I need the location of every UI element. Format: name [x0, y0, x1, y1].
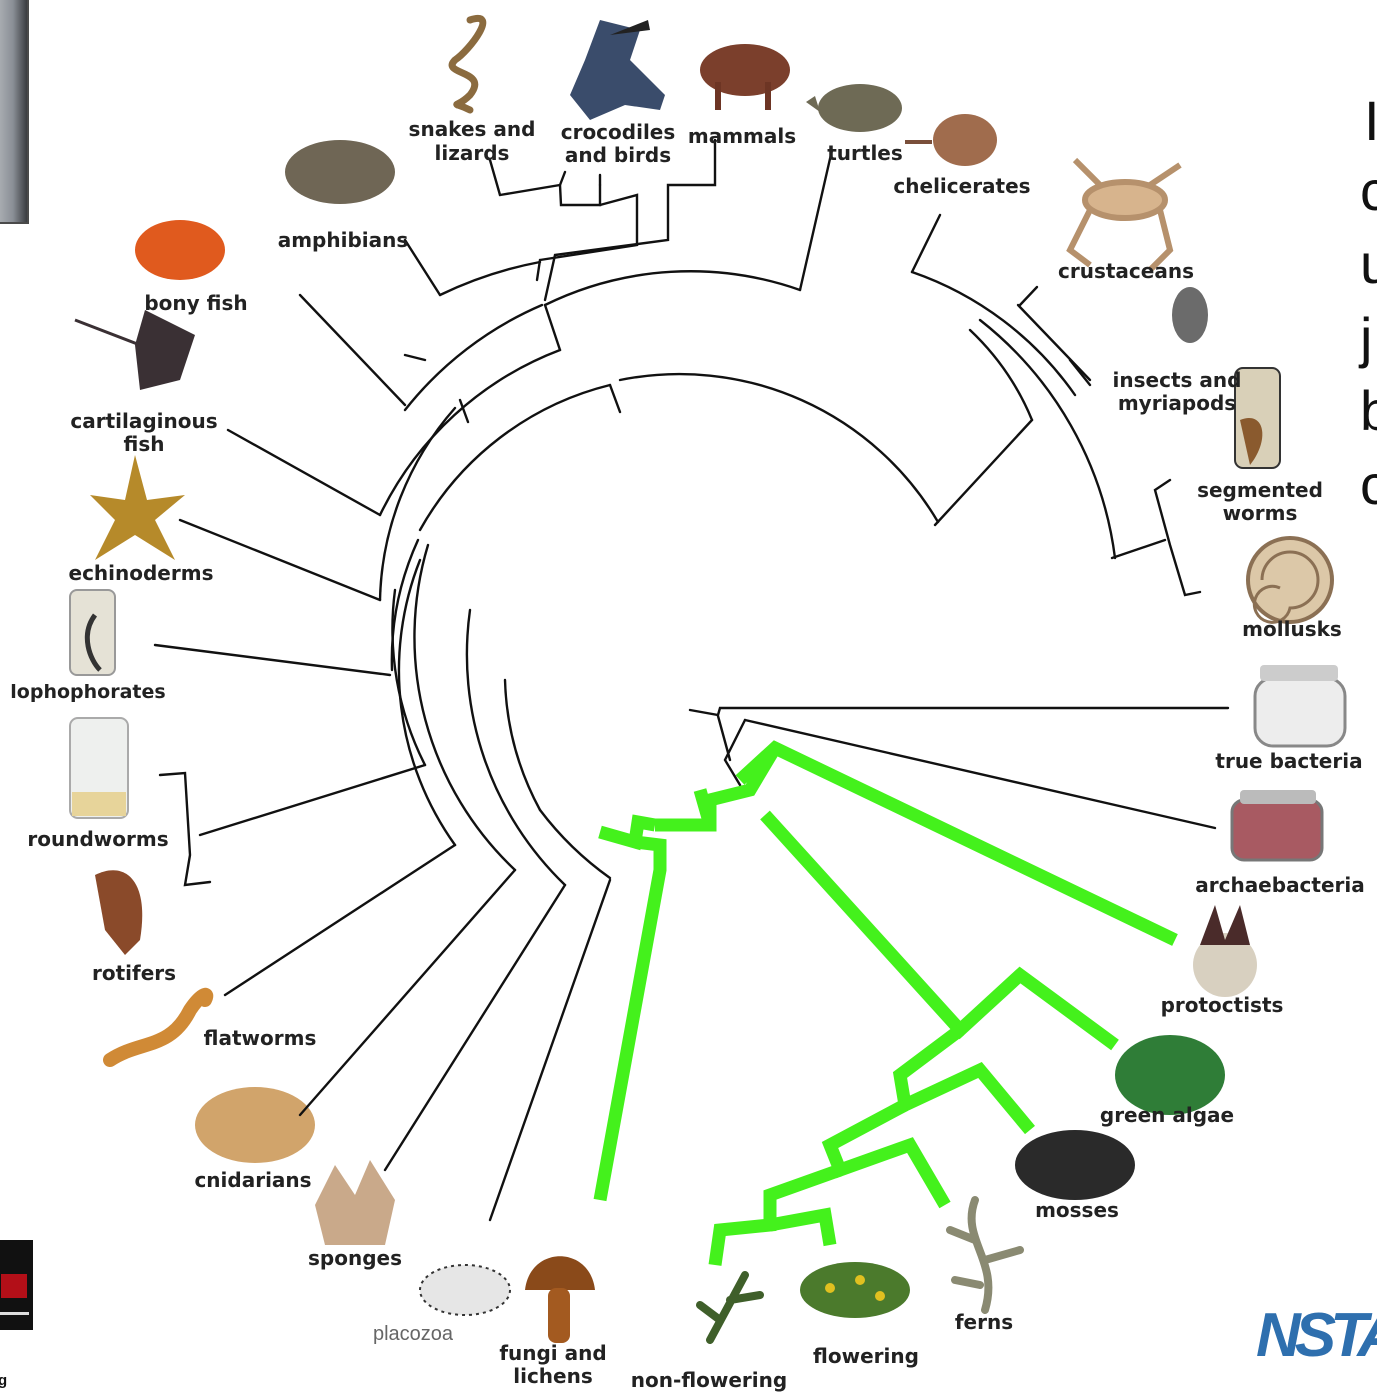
mushroom-illustration	[525, 1256, 595, 1343]
side-text: I c u j b c	[1358, 89, 1377, 516]
label-amphibians: amphibians	[278, 228, 409, 252]
label-snakes-lizards-1: snakes and	[409, 117, 536, 141]
label-true-bacteria: true bacteria	[1215, 749, 1362, 773]
crab-illustration	[1070, 160, 1180, 270]
turtle-illustration	[818, 84, 902, 132]
label-segmented-worms-2: worms	[1223, 501, 1298, 525]
label-echinoderms: echinoderms	[69, 561, 214, 585]
starfish-illustration	[90, 455, 185, 560]
label-flowering: flowering	[813, 1344, 919, 1368]
label-crustaceans: crustaceans	[1058, 259, 1194, 283]
label-bony-fish: bony fish	[144, 291, 247, 315]
frog-illustration	[285, 140, 395, 204]
label-crocodiles-birds-1: crocodiles	[561, 120, 676, 144]
insect-illustration	[1172, 287, 1208, 343]
label-lophophorates: lophophorates	[10, 681, 165, 703]
label-fungi-lichens-1: fungi and	[499, 1341, 606, 1365]
sponge-illustration	[315, 1160, 395, 1245]
ray-illustration	[135, 310, 195, 390]
label-chelicerates: chelicerates	[893, 174, 1030, 198]
label-cartilaginous-fish-1: cartilaginous	[70, 409, 217, 433]
label-green-algae: green algae	[1100, 1103, 1234, 1127]
fern-illustration	[950, 1200, 1020, 1310]
bony-fish-illustration	[135, 220, 225, 280]
side-text-line-1: I	[1364, 89, 1377, 152]
flowering-plant-illustration	[800, 1262, 910, 1318]
bird-illustration	[570, 20, 665, 120]
bacteria-jar-illustration	[1255, 665, 1345, 746]
placozoa-illustration	[420, 1265, 510, 1315]
rotifer-illustration	[95, 870, 142, 955]
label-roundworms: roundworms	[27, 827, 168, 851]
label-crocodiles-birds-2: and birds	[565, 143, 671, 167]
label-placozoa: placozoa	[373, 1323, 454, 1345]
snake-illustration	[452, 18, 483, 110]
side-text-line-6: c	[1360, 453, 1377, 516]
label-protoctists: protoctists	[1161, 993, 1284, 1017]
side-text-line-2: c	[1360, 159, 1377, 222]
label-fungi-lichens-2: lichens	[513, 1364, 593, 1388]
label-non-flowering: non-flowering	[631, 1368, 787, 1392]
side-text-line-4: j	[1358, 306, 1372, 369]
cnidarian-illustration	[195, 1087, 315, 1163]
label-turtles: turtles	[827, 141, 903, 165]
label-archaebacteria: archaebacteria	[1195, 873, 1365, 897]
label-flatworms: flatworms	[204, 1026, 317, 1050]
bacteria-branches	[690, 708, 1228, 828]
label-mosses: mosses	[1035, 1198, 1119, 1222]
side-text-line-3: u	[1360, 232, 1377, 295]
animal-branches	[155, 140, 1200, 1220]
label-mollusks: mollusks	[1242, 617, 1342, 641]
label-cnidarians: cnidarians	[194, 1168, 311, 1192]
moss-illustration	[1015, 1130, 1135, 1200]
side-text-line-5: b	[1360, 379, 1377, 442]
label-snakes-lizards-2: lizards	[435, 141, 510, 165]
label-insects-myriapods-1: insects and	[1113, 368, 1242, 392]
flatworm-illustration	[110, 995, 206, 1060]
label-segmented-worms-1: segmented	[1197, 478, 1323, 502]
label-ferns: ferns	[955, 1310, 1013, 1334]
archaebacteria-jar-illustration	[1232, 790, 1322, 860]
organism-illustrations	[70, 18, 1345, 1343]
non-flowering-plant-illustration	[700, 1275, 760, 1340]
label-insects-myriapods-2: myriapods	[1118, 391, 1236, 415]
horseshoe-crab-illustration	[933, 114, 997, 166]
label-sponges: sponges	[308, 1246, 402, 1270]
mammal-illustration	[700, 44, 790, 96]
label-cartilaginous-fish-2: fish	[124, 432, 165, 456]
label-mammals: mammals	[688, 124, 796, 148]
tree-labels: snakes and lizards crocodiles and birds …	[10, 117, 1364, 1392]
label-rotifers: rotifers	[92, 961, 176, 985]
